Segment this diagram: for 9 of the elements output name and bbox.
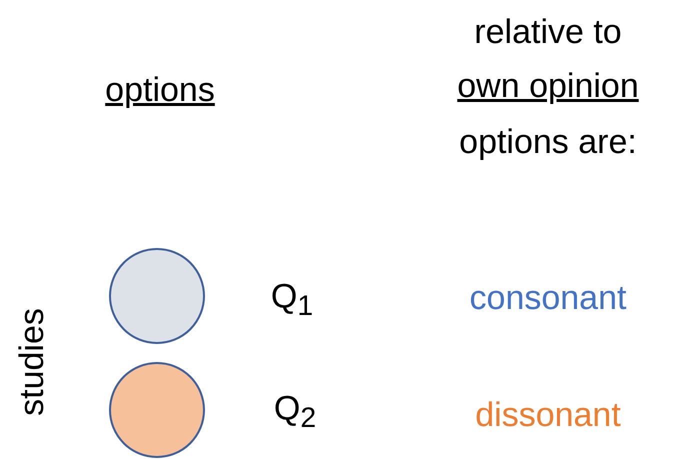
- row-label: studies: [15, 308, 49, 416]
- category-label: consonant: [470, 281, 626, 315]
- column-heading: own opinion: [457, 69, 639, 103]
- option-label: Q$_{1}$: [270, 279, 314, 321]
- category-label: dissonant: [475, 398, 621, 432]
- option-label: Q$_{2}$: [274, 391, 316, 433]
- column-heading: relative to: [474, 15, 622, 49]
- column-heading: options are:: [459, 125, 637, 159]
- column-heading: options: [105, 73, 215, 107]
